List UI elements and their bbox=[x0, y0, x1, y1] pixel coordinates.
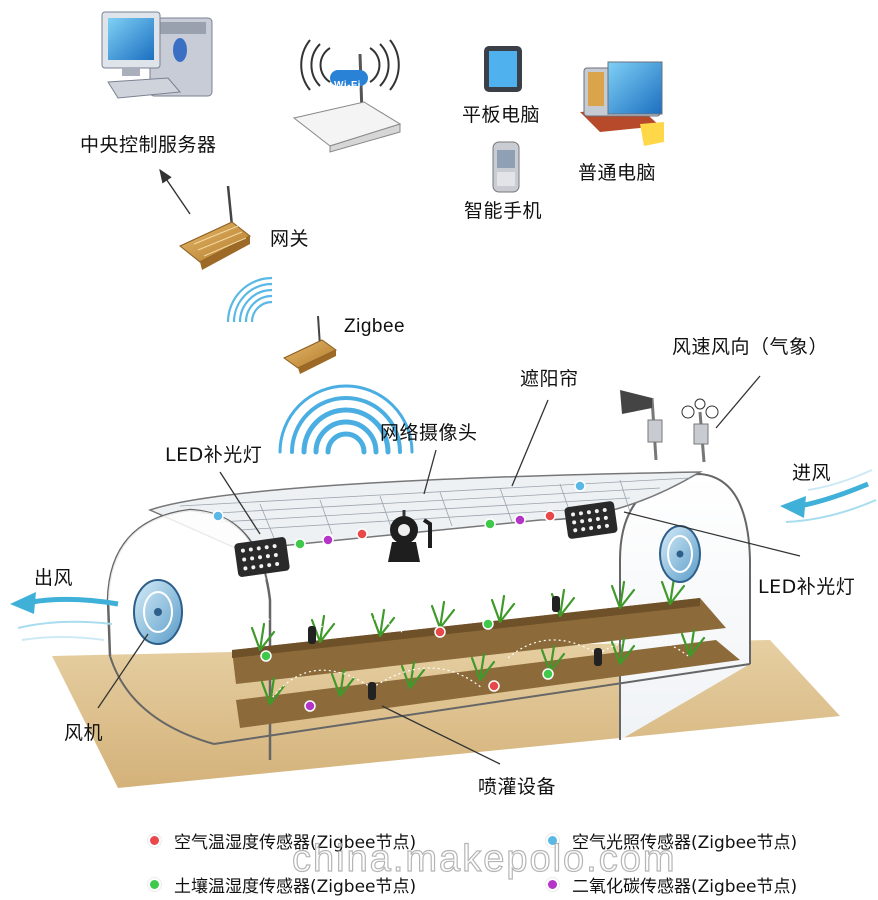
label-pc: 普通电脑 bbox=[578, 162, 657, 184]
label-shade-curtain: 遮阳帘 bbox=[520, 368, 579, 390]
greenhouse-tunnel bbox=[106, 471, 751, 760]
smartphone-icon bbox=[492, 141, 520, 193]
label-central-server: 中央控制服务器 bbox=[80, 134, 217, 156]
callout-lines bbox=[97, 375, 801, 765]
zigbee-signal-icon bbox=[226, 276, 273, 323]
network-camera-icon bbox=[388, 510, 432, 562]
central-server-icon bbox=[101, 11, 213, 99]
wifi-router-icon bbox=[292, 39, 402, 153]
soil-beds bbox=[232, 598, 740, 728]
camera-wireless-icon bbox=[278, 384, 414, 455]
watermark: china.makepolo.com bbox=[291, 837, 677, 880]
weather-station-icon bbox=[620, 390, 719, 463]
sensor-dots bbox=[212, 480, 586, 712]
exhaust-fan-icon bbox=[133, 579, 183, 645]
label-zigbee: Zigbee bbox=[344, 316, 406, 337]
label-air-out: 出风 bbox=[34, 567, 74, 589]
pc-icon bbox=[580, 61, 664, 146]
label-wind-weather: 风速风向（气象） bbox=[672, 336, 829, 358]
led-light-left-icon bbox=[234, 537, 290, 577]
label-led-right: LED补光灯 bbox=[758, 576, 856, 598]
label-led-left: LED补光灯 bbox=[165, 444, 263, 466]
label-gateway: 网关 bbox=[270, 228, 310, 250]
sprinkler-icon bbox=[308, 596, 602, 700]
arrow-gateway-to-server bbox=[159, 168, 191, 215]
label-sprinkler: 喷灌设备 bbox=[478, 776, 557, 798]
led-light-right-icon bbox=[564, 501, 618, 539]
label-smartphone: 智能手机 bbox=[464, 200, 543, 222]
label-fan: 风机 bbox=[64, 722, 104, 744]
sprinkler-spray bbox=[231, 616, 689, 699]
air-out-arrow-icon bbox=[10, 592, 119, 641]
label-tablet: 平板电脑 bbox=[462, 104, 541, 126]
label-camera: 网络摄像头 bbox=[380, 422, 478, 444]
shade-curtain-grid bbox=[179, 477, 691, 539]
zigbee-node-icon bbox=[283, 315, 337, 374]
air-in-arrow-icon bbox=[780, 469, 877, 523]
label-air-in: 进风 bbox=[792, 462, 832, 484]
intake-fan-icon bbox=[659, 525, 701, 583]
gateway-icon bbox=[179, 185, 251, 270]
tablet-icon bbox=[484, 46, 522, 92]
wifi-badge-text: Wi-Fi bbox=[334, 80, 361, 91]
